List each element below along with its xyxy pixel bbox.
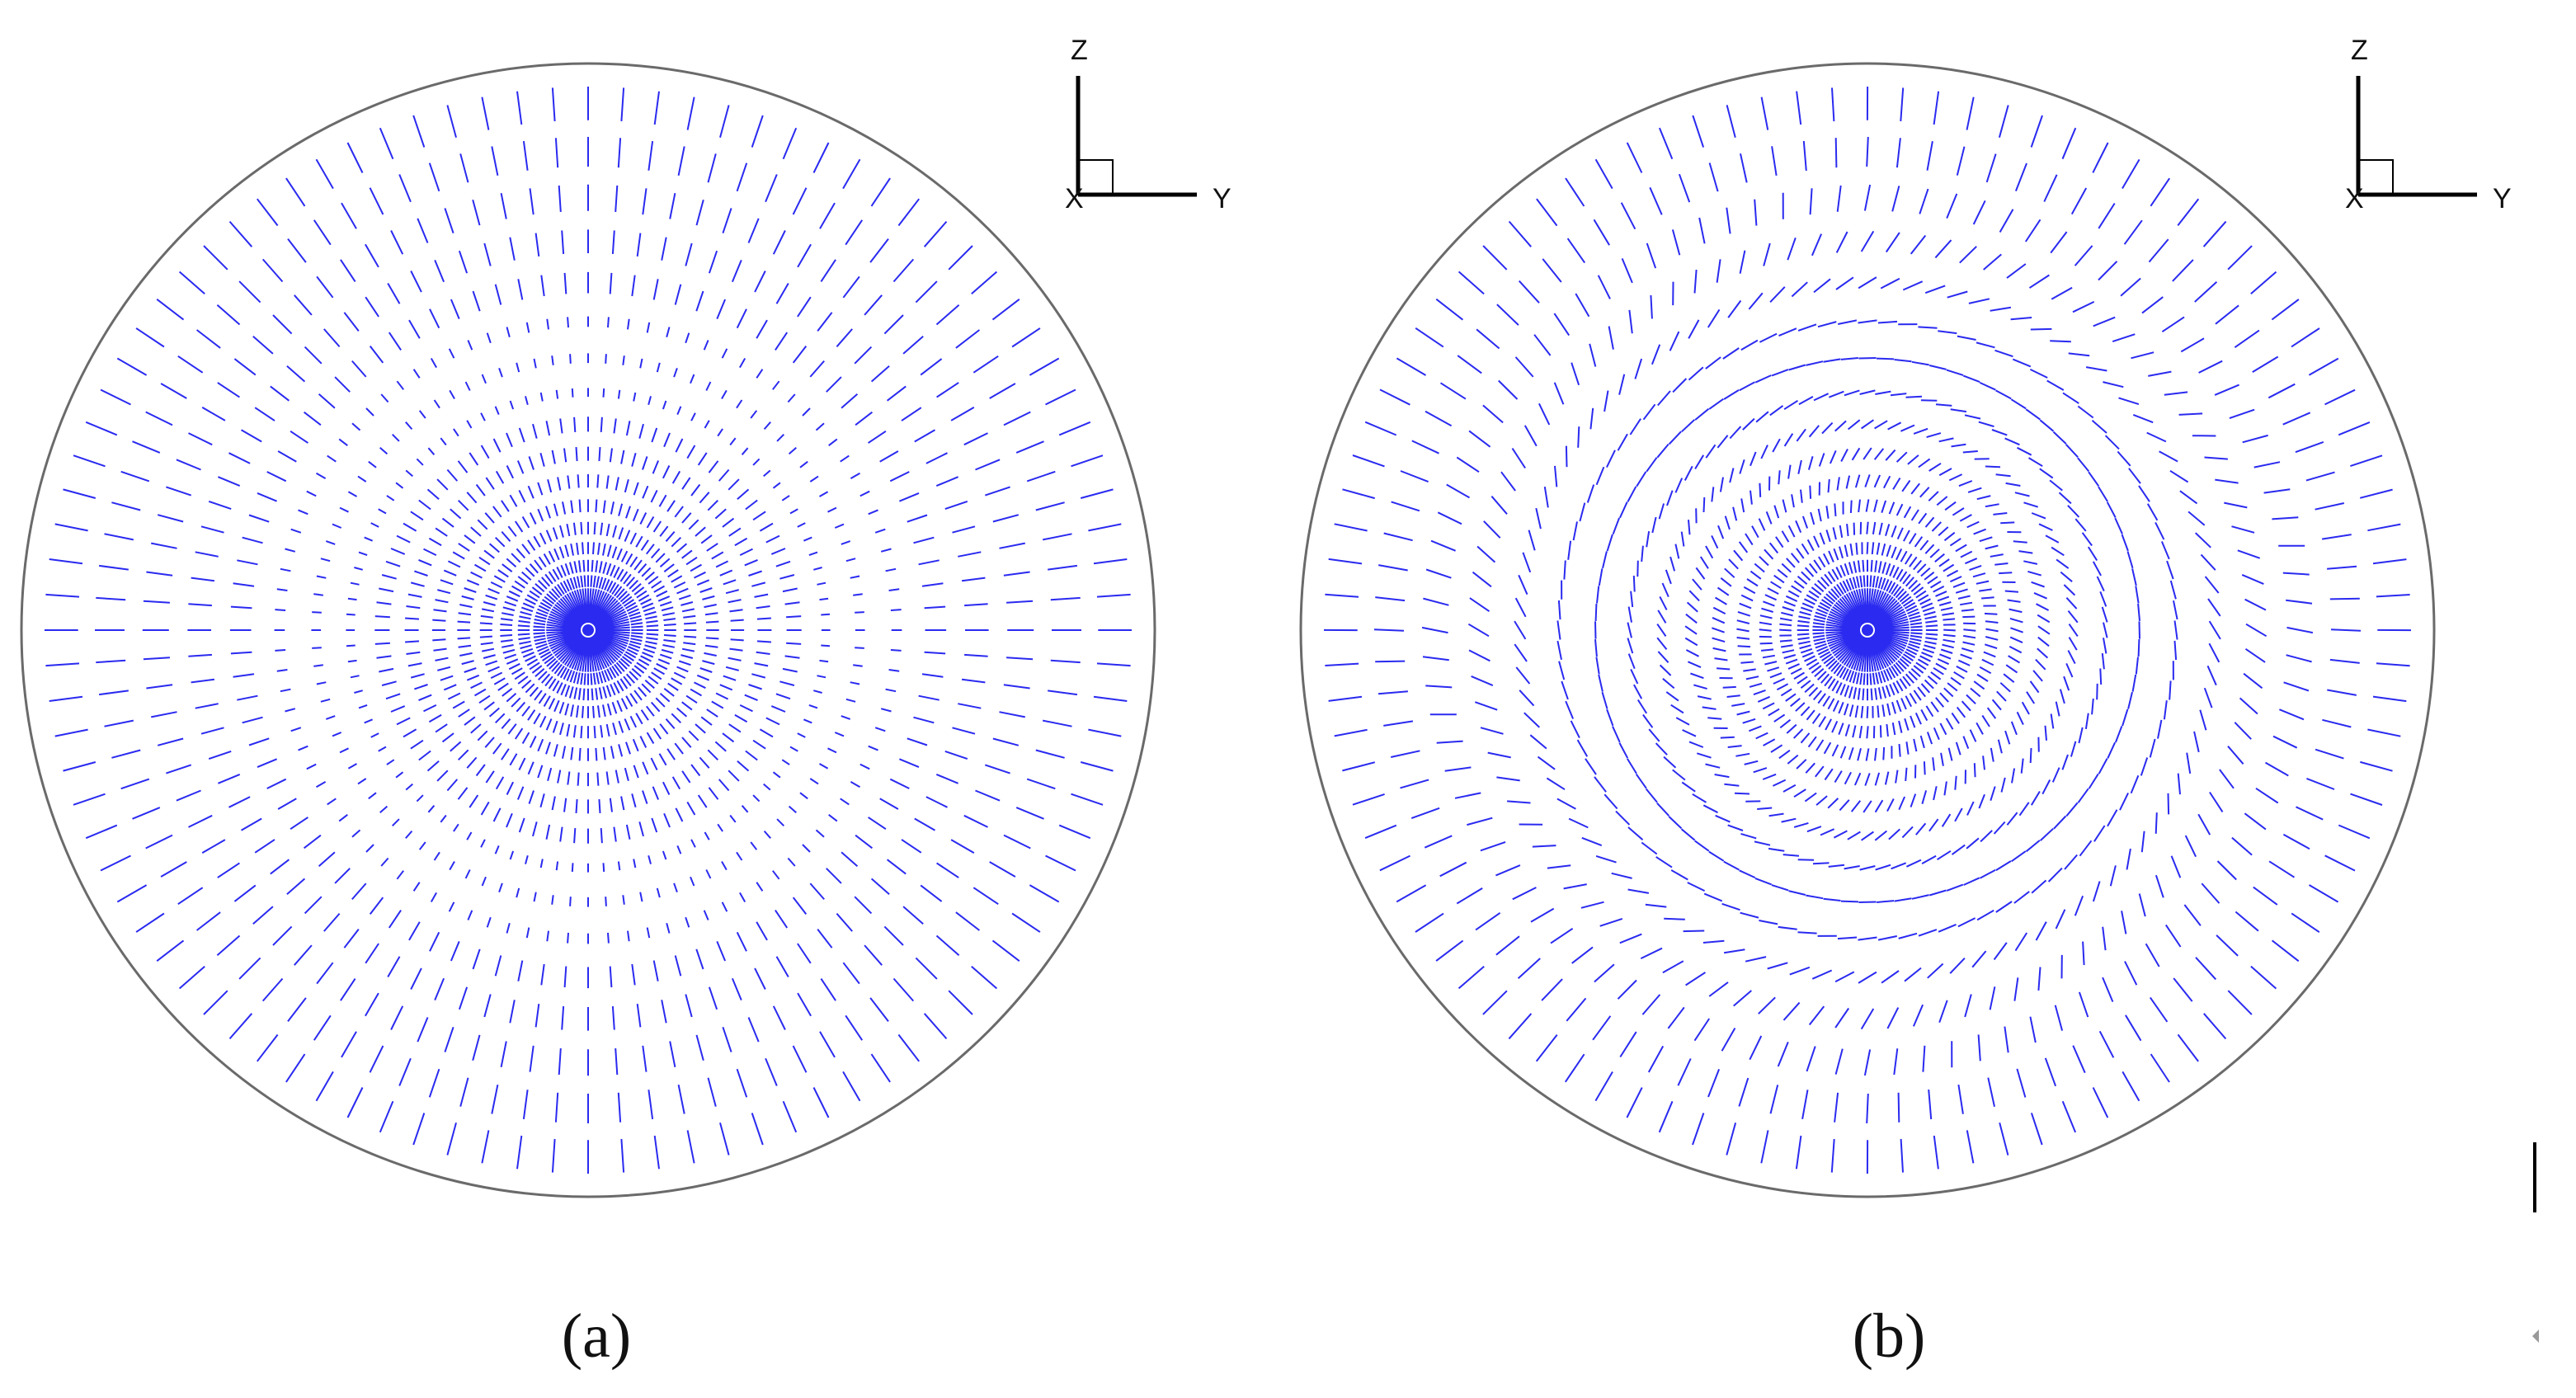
axis-triad-b: Z Y X [2345,35,2512,214]
x-axis-label-a: X [1065,183,1084,214]
domain-boundary-a [20,62,1156,1198]
axis-origin-box-a [1077,159,1114,195]
vortex-core-ring [581,623,596,638]
vortex-core [1849,612,1886,648]
edge-artifact-arrow [2532,1330,2539,1343]
axis-origin-box-b [2357,159,2394,195]
vortex-core-ring [1860,623,1875,638]
y-axis-label-a: Y [1213,183,1231,214]
z-axis-label-a: Z [1071,35,1088,66]
domain-boundary-b [1299,62,2436,1198]
panel-label-b: (b) [1853,1302,1926,1371]
panel-b: Z Y X (b) [1299,35,2512,1371]
vortex-core [570,612,606,648]
x-axis-label-b: X [2345,183,2364,214]
z-axis-label-b: Z [2351,35,2368,66]
vector-field-b [1323,86,2412,1174]
y-axis-label-b: Y [2493,183,2512,214]
axis-triad-a: Z Y X [1065,35,1231,214]
panel-a: Z Y X (a) [20,35,1231,1371]
panel-label-a: (a) [562,1302,631,1371]
vector-field-a [45,87,1132,1174]
